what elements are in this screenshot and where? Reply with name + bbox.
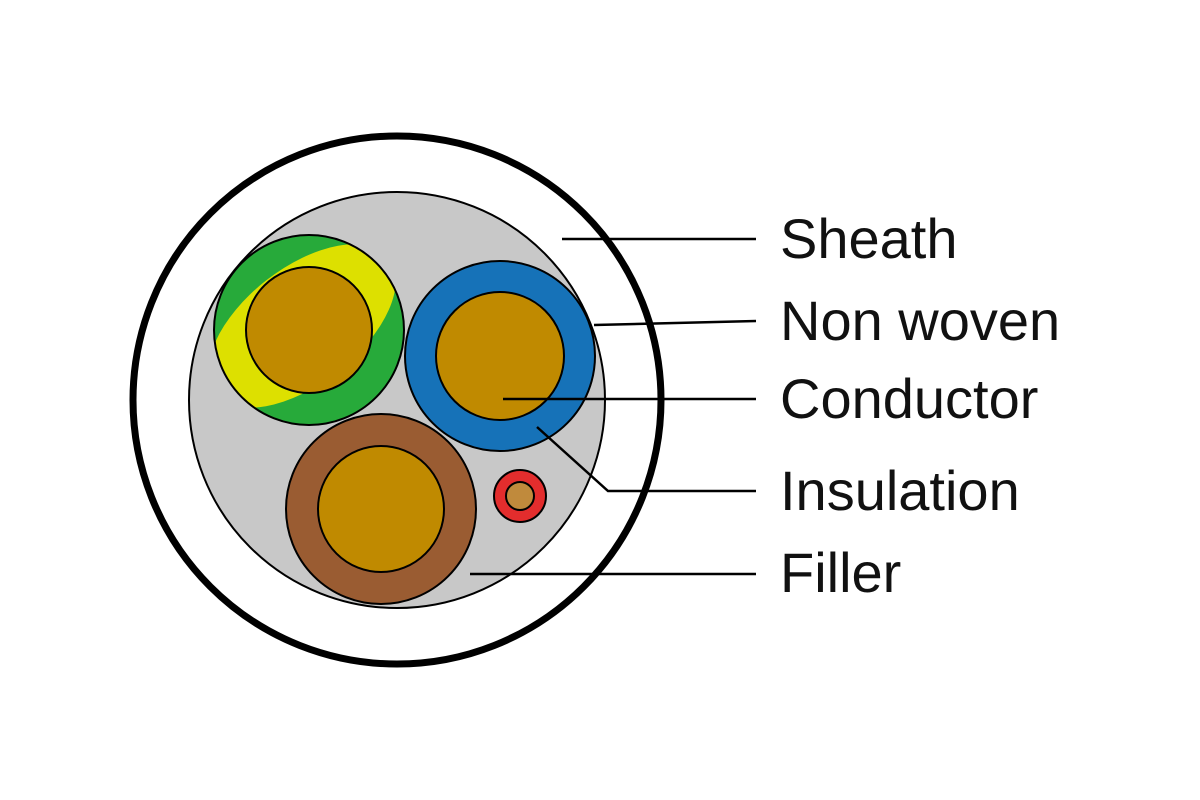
small-red-core-conductor — [505, 481, 535, 511]
earth-core — [213, 234, 405, 426]
label-non-woven: Non woven — [780, 289, 1060, 352]
label-insulation: Insulation — [780, 459, 1020, 522]
leader-non-woven — [593, 319, 757, 327]
label-filler: Filler — [780, 541, 901, 604]
blue-core-conductor — [435, 291, 565, 421]
leader-insulation — [536, 426, 756, 493]
small-red-core — [493, 469, 547, 523]
label-sheath: Sheath — [780, 207, 958, 270]
label-conductor: Conductor — [780, 367, 1038, 430]
earth-core-outline — [213, 234, 405, 426]
blue-core — [404, 260, 596, 452]
earth-core-conductor — [245, 266, 373, 394]
brown-core — [285, 413, 477, 605]
brown-core-conductor — [317, 445, 445, 573]
